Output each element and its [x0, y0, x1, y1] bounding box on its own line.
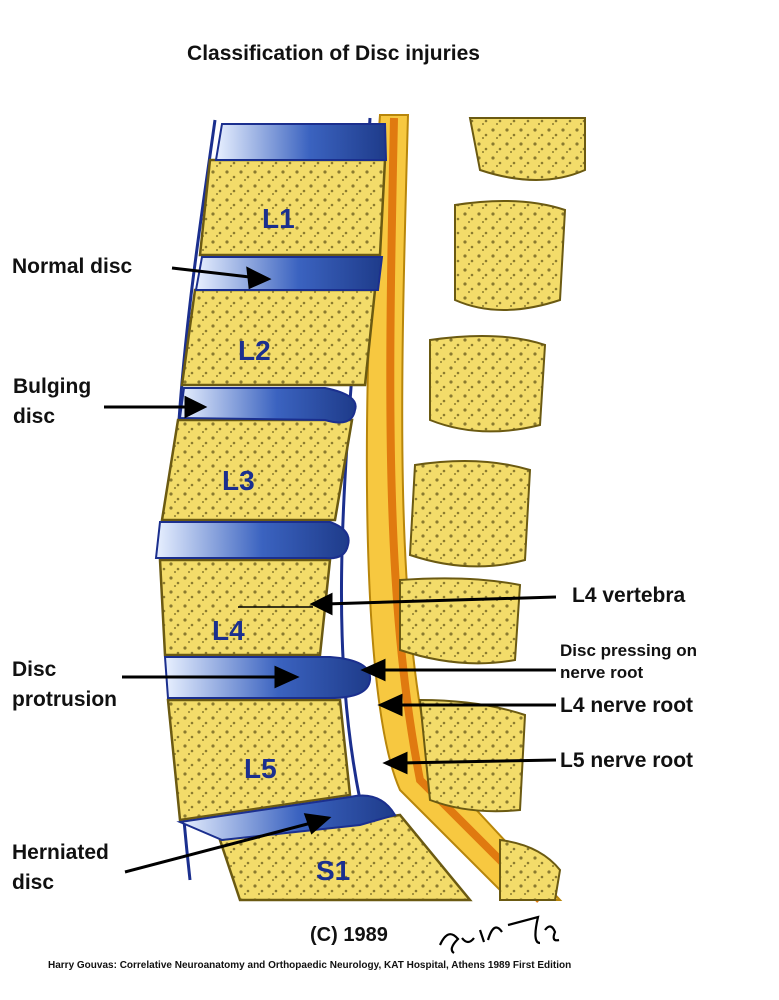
label-herniated-disc-line1: Herniated	[12, 841, 109, 864]
label-bulging-disc-line1: Bulging	[13, 375, 92, 398]
disc-top	[214, 123, 388, 161]
disc-l3-l4	[154, 521, 350, 560]
disc-herniated	[176, 794, 397, 842]
label-l5-nerve-root: L5 nerve root	[560, 749, 694, 772]
arrow-l4-vertebra	[324, 595, 557, 606]
signature	[438, 915, 560, 954]
arrow-l4-nerve-root-head	[377, 693, 403, 717]
arrow-l5-nerve-root	[399, 758, 557, 765]
vertebra-label-s1: S1	[316, 855, 350, 886]
page-title: Classification of Disc injuries	[187, 42, 480, 65]
vertebra-l3	[160, 418, 354, 522]
disc-bulging	[178, 387, 357, 424]
arrow-herniated	[124, 820, 316, 874]
nerve-bundle	[386, 117, 543, 903]
arrow-protrusion-head	[274, 665, 300, 689]
vertebra-label-l4: L4	[212, 615, 245, 646]
copyright: (C) 1989	[310, 924, 388, 946]
vertebra-label-l3: L3	[222, 465, 255, 496]
vertebra-label-l5: L5	[244, 753, 277, 784]
label-normal-disc: Normal disc	[12, 255, 133, 278]
arrow-l4-vertebra-head	[309, 592, 333, 616]
pointer-arrows	[104, 266, 557, 874]
vertebra-label-l2: L2	[238, 335, 271, 366]
label-herniated-disc-line2: disc	[12, 871, 55, 894]
label-disc-pressing-line1: Disc pressing on	[560, 641, 697, 660]
arrow-disc-pressing-head	[360, 658, 386, 682]
footer-citation: Harry Gouvas: Correlative Neuroanatomy a…	[48, 960, 572, 971]
arrow-normal-disc	[171, 266, 259, 280]
label-bulging-disc-line2: disc	[13, 405, 56, 428]
spinous-processes	[399, 117, 586, 901]
arrow-l5-nerve-root-head	[382, 751, 408, 775]
disc-normal	[194, 256, 384, 291]
vertebra-l2	[180, 288, 377, 387]
discs	[154, 123, 397, 842]
vertebra-l5	[166, 698, 352, 822]
arrow-bulging-disc-head	[184, 395, 208, 419]
label-disc-protrusion-line2: protrusion	[12, 688, 117, 711]
arrow-normal-disc-head	[246, 266, 272, 290]
arrow-herniated-head	[303, 813, 332, 835]
label-l4-vertebra: L4 vertebra	[572, 584, 686, 607]
label-l4-nerve-root: L4 nerve root	[560, 694, 694, 717]
vertebra-label-l1: L1	[262, 203, 295, 234]
label-disc-pressing-line2: nerve root	[560, 663, 644, 682]
label-disc-protrusion-line1: Disc	[12, 658, 57, 681]
